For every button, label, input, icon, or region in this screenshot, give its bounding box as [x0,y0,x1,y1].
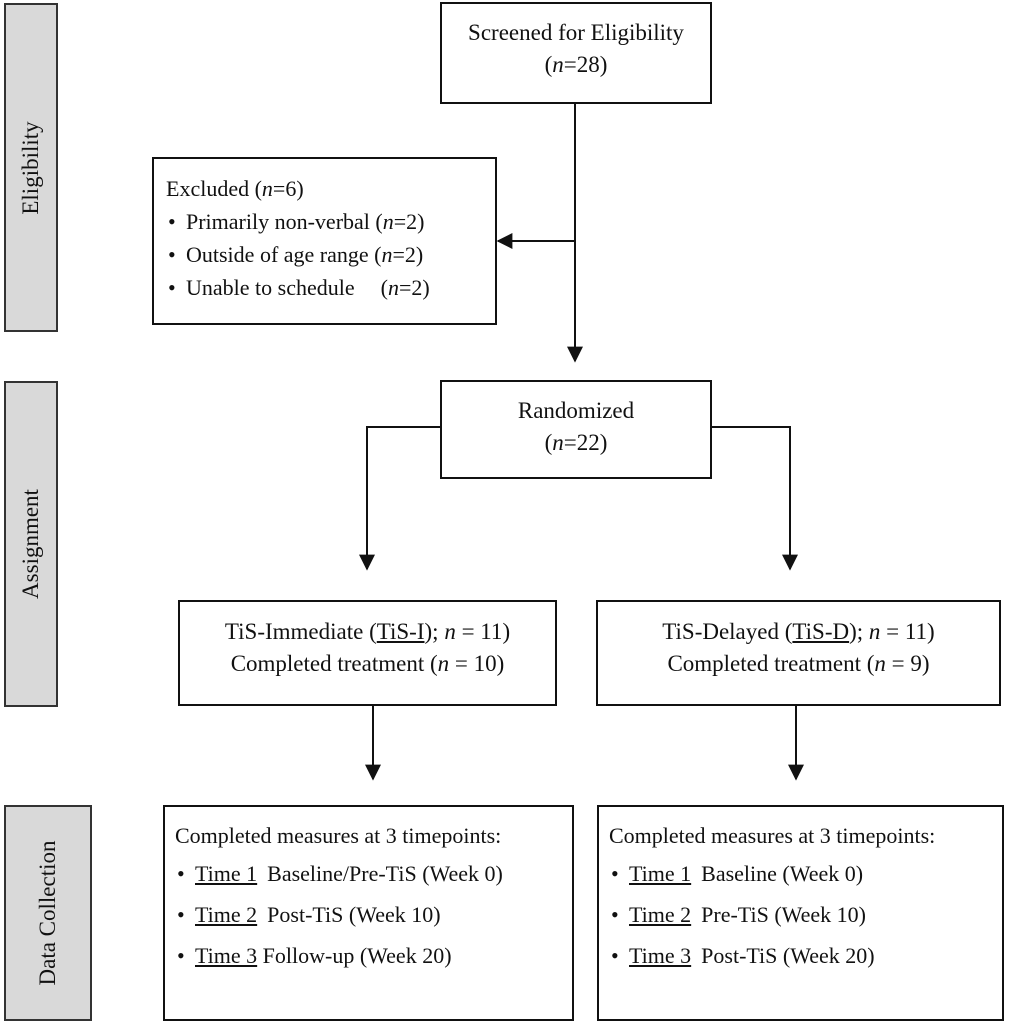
group-immediate-completed: Completed treatment (n = 10) [230,651,505,676]
group-immediate-text: TiS-Immediate (TiS-I); n = 11) Completed… [180,616,555,680]
excluded-reason: Outside of age range (n=2) [166,238,495,271]
measures-immediate-box: Completed measures at 3 timepoints: Time… [163,805,574,1021]
group-delayed-name: TiS-Delayed (TiS-D); n = 11) [662,619,935,644]
randomized-count: (n=22) [544,430,608,455]
stage-assignment: Assignment [4,381,58,707]
group-immediate-box: TiS-Immediate (TiS-I); n = 11) Completed… [178,600,557,706]
screened-title: Screened for Eligibility [468,20,684,45]
stage-assignment-label: Assignment [18,489,43,599]
screened-box: Screened for Eligibility (n=28) [440,2,712,104]
arrow-randomized-to-delayed [712,426,798,571]
measures-immediate-title: Completed measures at 3 timepoints: [175,823,502,848]
excluded-reasons: Primarily non-verbal (n=2) Outside of ag… [166,205,495,304]
randomized-box: Randomized (n=22) [440,380,712,479]
stage-data-collection: Data Collection [4,805,92,1021]
stage-eligibility: Eligibility [4,3,58,332]
group-delayed-completed: Completed treatment (n = 9) [667,651,930,676]
timepoint-item: Time 3 Follow-up (Week 20) [175,935,572,976]
arrow-randomized-to-immediate [359,426,441,571]
excluded-reason: Primarily non-verbal (n=2) [166,205,495,238]
randomized-title: Randomized [517,398,635,423]
excluded-title: Excluded (n=6) [166,176,304,201]
screened-count: (n=28) [544,52,608,77]
excluded-box: Excluded (n=6) Primarily non-verbal (n=2… [152,157,497,325]
randomized-text: Randomized (n=22) [442,395,710,459]
group-delayed-text: TiS-Delayed (TiS-D); n = 11) Completed t… [598,616,999,680]
measures-delayed-box: Completed measures at 3 timepoints: Time… [597,805,1004,1021]
screened-text: Screened for Eligibility (n=28) [442,17,710,81]
excluded-reason: Unable to schedule(n=2) [166,271,495,304]
measures-delayed-title: Completed measures at 3 timepoints: [609,823,936,848]
group-immediate-name: TiS-Immediate (TiS-I); n = 11) [224,619,511,644]
stage-eligibility-label: Eligibility [18,120,43,215]
group-delayed-box: TiS-Delayed (TiS-D); n = 11) Completed t… [596,600,1001,706]
stage-data-collection-label: Data Collection [35,840,60,986]
